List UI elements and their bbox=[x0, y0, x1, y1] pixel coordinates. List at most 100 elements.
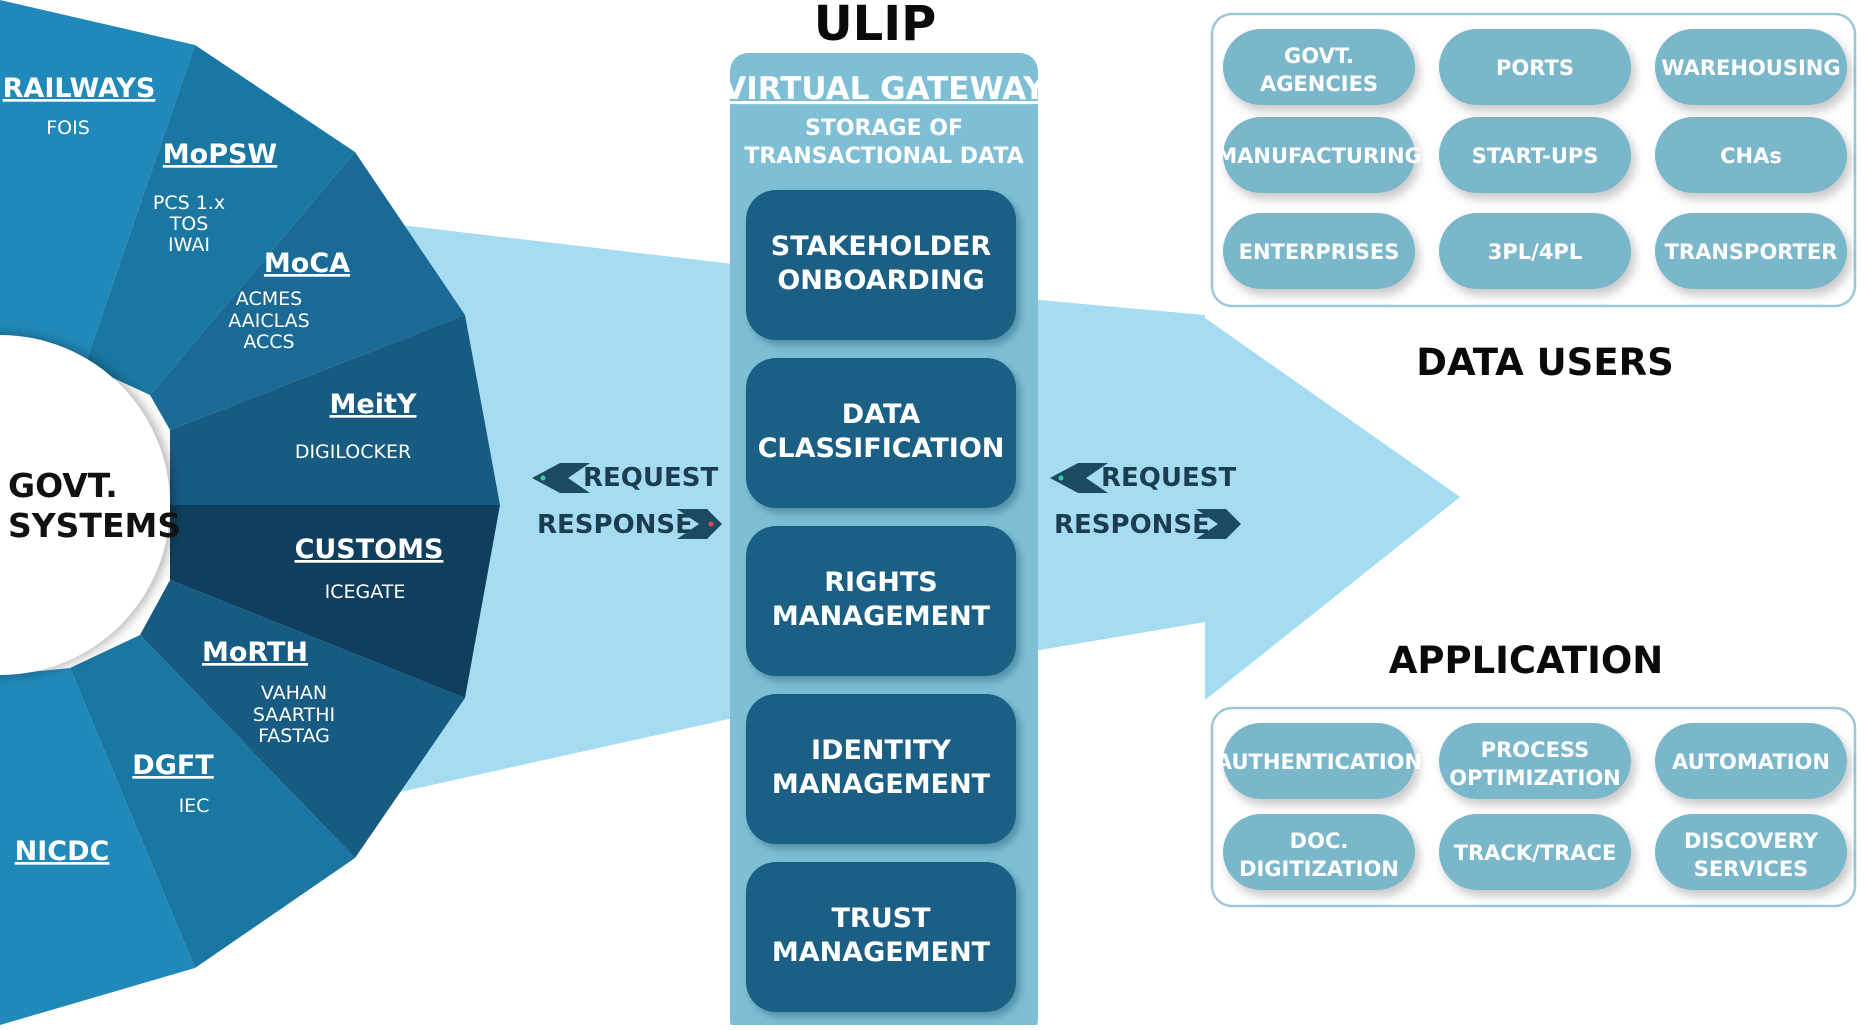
pill-shape bbox=[1223, 117, 1415, 193]
pill-label-line2: OPTIMIZATION bbox=[1449, 766, 1621, 790]
govt-segments bbox=[0, 0, 500, 1025]
segment-sub-moca-3: ACCS bbox=[243, 331, 294, 353]
module-box bbox=[746, 526, 1016, 676]
pill-shape bbox=[1655, 117, 1847, 193]
pill-shape bbox=[1439, 814, 1631, 890]
pill: TRANSPORTER bbox=[1655, 213, 1847, 289]
data-users-title: DATA USERS bbox=[1416, 341, 1673, 384]
segment-sub-moca-1: ACMES bbox=[236, 288, 302, 310]
segment-sub-mopsw-3: IWAI bbox=[168, 234, 210, 256]
pill-label-line1: DISCOVERY bbox=[1684, 829, 1819, 853]
segment-title-moca: MoCA bbox=[264, 248, 350, 279]
flow-right: REQUEST RESPONSE bbox=[1050, 463, 1241, 540]
pill-label: PORTS bbox=[1496, 56, 1574, 80]
pill-shape bbox=[1655, 723, 1847, 799]
gateway-sub-line1: STORAGE OF bbox=[805, 116, 963, 141]
flow-left-response: RESPONSE bbox=[537, 510, 693, 540]
module-label-line2: ONBOARDING bbox=[777, 265, 984, 296]
segment-title-morth: MoRTH bbox=[202, 637, 308, 668]
pill: PORTS bbox=[1439, 29, 1631, 105]
pill-shape bbox=[1223, 814, 1415, 890]
segment-dgft bbox=[70, 635, 355, 968]
pill-label-line1: GOVT. bbox=[1284, 44, 1354, 68]
segment-title-mopsw: MoPSW bbox=[163, 139, 277, 170]
pill-label-line2: DIGITIZATION bbox=[1239, 857, 1399, 881]
pill-shape bbox=[1439, 213, 1631, 289]
arrow-head bbox=[1205, 318, 1460, 700]
module-label-line1: STAKEHOLDER bbox=[771, 231, 992, 262]
gateway-sub-line2: TRANSACTIONAL DATA bbox=[744, 144, 1023, 169]
pill-label: WAREHOUSING bbox=[1661, 56, 1840, 80]
segment-sub-customs: ICEGATE bbox=[325, 581, 406, 603]
pill: WAREHOUSING bbox=[1655, 29, 1847, 105]
pill-label: TRACK/TRACE bbox=[1454, 841, 1617, 865]
application-title: APPLICATION bbox=[1389, 639, 1664, 682]
pill: MANUFACTURING bbox=[1216, 117, 1422, 193]
module-label-line2: MANAGEMENT bbox=[772, 601, 991, 632]
pill-shape bbox=[1655, 814, 1847, 890]
module-label-line1: RIGHTS bbox=[824, 567, 937, 598]
pill-label-line1: DOC. bbox=[1290, 829, 1349, 853]
pill: 3PL/4PL bbox=[1439, 213, 1631, 289]
pill-shape bbox=[1655, 213, 1847, 289]
module-label-line1: DATA bbox=[842, 399, 921, 430]
chevron-right-icon bbox=[1196, 509, 1241, 539]
pill-shape bbox=[1439, 117, 1631, 193]
segment-sub-morth-1: VAHAN bbox=[261, 682, 327, 704]
govt-systems-circle bbox=[0, 335, 170, 675]
module-box bbox=[746, 190, 1016, 340]
govt-systems-label-line1: GOVT. bbox=[8, 466, 118, 505]
module-label-line1: TRUST bbox=[832, 903, 932, 934]
pill: START-UPS bbox=[1439, 117, 1631, 193]
module-label-line2: CLASSIFICATION bbox=[758, 433, 1005, 464]
pill-label: START-UPS bbox=[1472, 144, 1599, 168]
pill: ENTERPRISES bbox=[1223, 213, 1415, 289]
pill-label: MANUFACTURING bbox=[1216, 144, 1422, 168]
pill-label: ENTERPRISES bbox=[1239, 240, 1400, 264]
chevron-left-icon bbox=[1050, 463, 1108, 493]
pill: DISCOVERY SERVICES bbox=[1655, 814, 1847, 890]
pill-shape bbox=[1439, 29, 1631, 105]
segment-sub-morth-3: FASTAG bbox=[258, 725, 330, 747]
segment-title-dgft: DGFT bbox=[132, 750, 214, 781]
ulip-title: ULIP bbox=[814, 0, 937, 52]
pill-label: TRANSPORTER bbox=[1665, 240, 1838, 264]
pill: DOC. DIGITIZATION bbox=[1223, 814, 1415, 890]
segment-sub-meity: DIGILOCKER bbox=[295, 441, 411, 463]
pill-label: AUTOMATION bbox=[1672, 750, 1830, 774]
module-box bbox=[746, 358, 1016, 508]
segment-labels: RAILWAYS FOIS MoPSW PCS 1.x TOS IWAI MoC… bbox=[3, 73, 444, 867]
module-box bbox=[746, 862, 1016, 1012]
segment-title-nicdc: NICDC bbox=[15, 836, 110, 867]
segment-customs bbox=[170, 505, 500, 698]
flow-right-request: REQUEST bbox=[1101, 463, 1236, 493]
segment-sub-mopsw-1: PCS 1.x bbox=[153, 192, 225, 214]
module-label-line2: MANAGEMENT bbox=[772, 769, 991, 800]
segment-sub-railways: FOIS bbox=[46, 117, 90, 139]
dot-green-icon bbox=[1058, 475, 1064, 481]
pill: AUTOMATION bbox=[1655, 723, 1847, 799]
pill: TRACK/TRACE bbox=[1439, 814, 1631, 890]
segment-mopsw bbox=[85, 45, 355, 395]
pill-label-line2: SERVICES bbox=[1694, 857, 1809, 881]
pill-shape bbox=[1439, 723, 1631, 799]
gateway-title: VIRTUAL GATEWAY bbox=[722, 71, 1046, 107]
segment-sub-mopsw-2: TOS bbox=[169, 213, 209, 235]
module-box bbox=[746, 694, 1016, 844]
segment-meity bbox=[170, 315, 500, 505]
pill-label: 3PL/4PL bbox=[1488, 240, 1582, 264]
pill: AUTHENTICATION bbox=[1216, 723, 1422, 799]
flow-right-response: RESPONSE bbox=[1054, 510, 1210, 540]
segment-sub-morth-2: SAARTHI bbox=[253, 704, 335, 726]
pill-shape bbox=[1223, 723, 1415, 799]
